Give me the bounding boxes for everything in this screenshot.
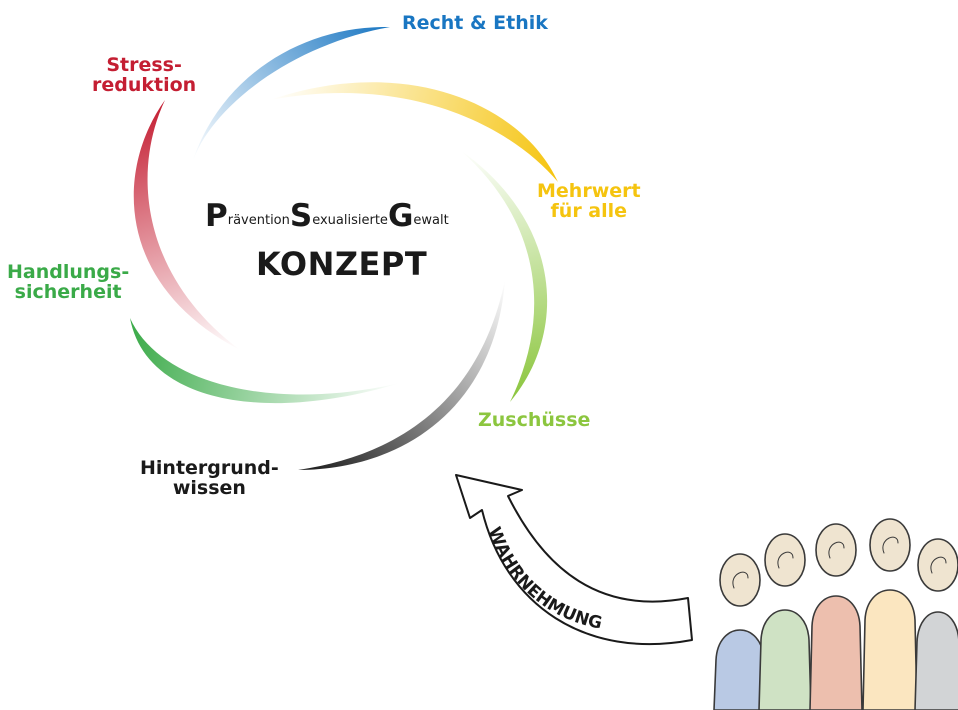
people-group xyxy=(713,518,958,710)
person-head xyxy=(917,538,958,592)
person-figure xyxy=(758,533,812,710)
label-mehrwert: Mehrwert für alle xyxy=(537,180,641,222)
person-figure xyxy=(862,518,918,710)
person-figure xyxy=(713,553,767,710)
person-figure xyxy=(914,538,958,710)
label-zuschuesse: Zuschüsse xyxy=(478,409,591,431)
label-recht-ethik: Recht & Ethik xyxy=(402,12,548,34)
swoosh-red xyxy=(133,100,240,350)
person-head xyxy=(869,518,911,572)
swoosh-darkgreen xyxy=(130,318,400,404)
person-head xyxy=(764,533,806,587)
swoosh-yellow xyxy=(270,82,558,182)
person-head xyxy=(815,523,857,577)
label-handlungssicherheit: Handlungs- sicherheit xyxy=(7,261,130,303)
wahrnehmung-arrow: WAHRNEHMUNG xyxy=(455,474,693,645)
concept-subtitle: KONZEPT xyxy=(256,245,428,283)
person-head xyxy=(719,553,761,607)
swoosh-black xyxy=(298,280,505,470)
label-stressreduktion: Stress- reduktion xyxy=(92,54,197,96)
swoosh-blue xyxy=(190,26,390,170)
person-figure xyxy=(809,523,863,710)
center-title: PräventionSexualisierteGewalt xyxy=(205,198,449,234)
label-hintergrundwissen: Hintergrund- wissen xyxy=(140,457,279,499)
